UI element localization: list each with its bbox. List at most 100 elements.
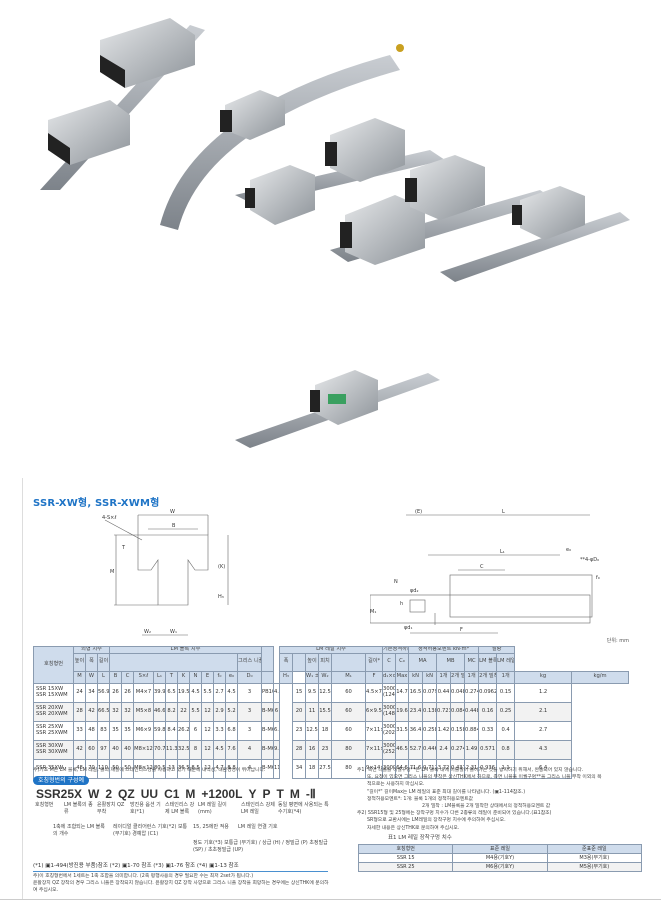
dim-H3: H₃ bbox=[218, 594, 224, 600]
symbol-header: 1개 bbox=[496, 670, 516, 684]
table-cell: 3.3 bbox=[213, 720, 226, 741]
label-qz: 윤활장치 QZ 부착 bbox=[97, 802, 125, 815]
table-cell: 12.5 bbox=[305, 720, 319, 741]
table-cell: 33 bbox=[73, 720, 86, 741]
table-cell: 6.8 bbox=[225, 720, 238, 741]
spec-table: 호칭형번 외형 치수 LM 블록 치수 LM 레일 치수 기본정격하중 정적허용… bbox=[33, 646, 629, 779]
table-cell: 0.0847 bbox=[450, 701, 466, 722]
sub-mb: MB bbox=[436, 652, 466, 672]
symbol-header: d₁×d₂×h bbox=[382, 670, 397, 684]
table-cell: 11 bbox=[305, 701, 319, 722]
table-cell: 46.6 bbox=[153, 701, 166, 722]
table-cell: 80 bbox=[331, 758, 366, 779]
label-block-type: LM 블록의 종류 bbox=[64, 802, 93, 815]
table-cell: 1.2 bbox=[514, 682, 573, 703]
table-cell: B-M6F bbox=[261, 739, 274, 760]
dim-W: W bbox=[170, 509, 175, 515]
table-cell: 3 bbox=[237, 682, 262, 703]
t1-cell: M5용(무기호) bbox=[546, 861, 643, 872]
sub-c0: C₀ bbox=[395, 652, 410, 672]
table-cell: 0.25 bbox=[496, 701, 516, 722]
header-mass: 질량 bbox=[478, 646, 516, 654]
code-part: W bbox=[88, 787, 100, 802]
table1-title: 표1 LM 레일 장착구멍 치수 bbox=[388, 834, 452, 841]
table-cell: 6.4 bbox=[514, 758, 573, 779]
symbol-header: K bbox=[177, 670, 190, 684]
t1-cell: M4용(기호Y) bbox=[452, 852, 548, 863]
dim-d1: φd₁ bbox=[404, 625, 412, 631]
symbol-header: 1개 bbox=[464, 670, 480, 684]
table-cell: 32 bbox=[109, 701, 122, 722]
table-cell: 42 bbox=[85, 701, 98, 722]
dim-d2: φd₂ bbox=[410, 588, 418, 594]
table-cell: 1.1 bbox=[496, 758, 516, 779]
table-cell: 60 bbox=[331, 701, 366, 722]
note-line: 자세한 내용은 상신THK로 문의하여 주십시오. bbox=[367, 825, 460, 831]
code-part: 2 bbox=[105, 787, 113, 802]
table-cell: 0.15 bbox=[496, 682, 516, 703]
symbol-header: M₁ bbox=[331, 670, 366, 684]
table-cell: 5.2 bbox=[225, 701, 238, 722]
table-cell: 4.5 bbox=[189, 682, 202, 703]
table-cell: 0.448 bbox=[464, 701, 480, 722]
symbol-header: W₁ ±0.05 bbox=[305, 670, 319, 684]
sub-height: 높이 bbox=[73, 652, 86, 672]
sub-length: 길이 bbox=[97, 652, 110, 672]
sub-block-mass: LM 블록 bbox=[478, 652, 498, 672]
table-cell: 3000 (2520) bbox=[382, 739, 397, 760]
label-seal: 방진용 옵션 기호(*1) bbox=[130, 802, 161, 815]
table-cell: 12 bbox=[201, 701, 214, 722]
config-badge: 호칭형번의 구성예 bbox=[33, 776, 90, 786]
table-cell: 46.5 bbox=[395, 739, 410, 760]
note-line: 또, 요청이 있으면 그리스 니플의 부착은 상신THK에서 하므로, 측면 니… bbox=[367, 775, 602, 781]
table-cell: B-M6F bbox=[261, 720, 274, 741]
label-accuracy: 정도 기호(*3) 보통급 (무기호) / 상급 (H) / 정밀급 (P) 초… bbox=[193, 840, 328, 853]
table-cell: 7.6 bbox=[225, 739, 238, 760]
code-part: M bbox=[289, 787, 300, 802]
table-cell: 80 bbox=[331, 739, 366, 760]
table-cell: 8.4 bbox=[165, 720, 178, 741]
table-cell: PB1021B bbox=[261, 682, 274, 703]
sub-rail-mass: LM 레일 bbox=[496, 652, 516, 672]
table-cell: 12 bbox=[201, 739, 214, 760]
table-cell: 52.7 bbox=[408, 739, 424, 760]
sub-width: 폭 bbox=[85, 652, 98, 672]
symbol-header: e₀ bbox=[225, 670, 238, 684]
dim-e0: e₀ bbox=[566, 547, 571, 553]
table-cell: 24 bbox=[73, 682, 86, 703]
dim-B: B bbox=[172, 523, 176, 529]
code-part: T bbox=[276, 787, 284, 802]
table-cell: 2.7 bbox=[213, 682, 226, 703]
config-note-1: 주)이 호칭형번에서 1세트는 1축 조합을 의미합니다. (2축 평행사용의 … bbox=[33, 873, 254, 879]
table-cell: 13 bbox=[165, 758, 178, 779]
table-cell: 34 bbox=[85, 682, 98, 703]
model-name: SSR 15XW bbox=[36, 686, 64, 692]
symbol-header: kN bbox=[422, 670, 438, 684]
table-cell: 1.42 bbox=[436, 720, 452, 741]
table-cell: 18 bbox=[318, 720, 332, 741]
sub-ma: MA bbox=[408, 652, 438, 672]
symbol-header: 2개 밀착 bbox=[478, 670, 498, 684]
code-part: -Ⅱ bbox=[305, 787, 316, 802]
dim-f0: f₀ bbox=[596, 575, 600, 581]
symbol-header: C bbox=[121, 670, 134, 684]
dim-h: h bbox=[400, 601, 403, 607]
table-cell: 36.4 bbox=[408, 720, 424, 741]
dim-N: N bbox=[394, 579, 398, 585]
dim-W1: W₁ bbox=[170, 629, 177, 635]
sub-c: C bbox=[382, 652, 397, 672]
table-cell: M6×9 bbox=[133, 720, 154, 741]
model-name: SSR 20XWM bbox=[36, 710, 68, 717]
model-name: SSR 25XW bbox=[36, 724, 64, 730]
linear-guide-photo-2 bbox=[235, 118, 445, 225]
note-line: 정적허용모멘트*: 1개: 블록 1개의 정적허용모멘트값 bbox=[367, 796, 474, 802]
table-cell: 35 bbox=[121, 720, 134, 741]
table-cell: 60 bbox=[85, 739, 98, 760]
symbol-header: W bbox=[85, 670, 98, 684]
table-cell: 16 bbox=[305, 739, 319, 760]
table-cell: 4.5×7.5×5.3 bbox=[364, 682, 384, 703]
note-line: 주1) 측면 니플을 이퀄구멍**은 LM 블록 내에 이물질이 들어가는 것을… bbox=[357, 768, 584, 773]
table-cell: 19.5 bbox=[177, 682, 190, 703]
table-cell: M4×7 bbox=[133, 682, 154, 703]
